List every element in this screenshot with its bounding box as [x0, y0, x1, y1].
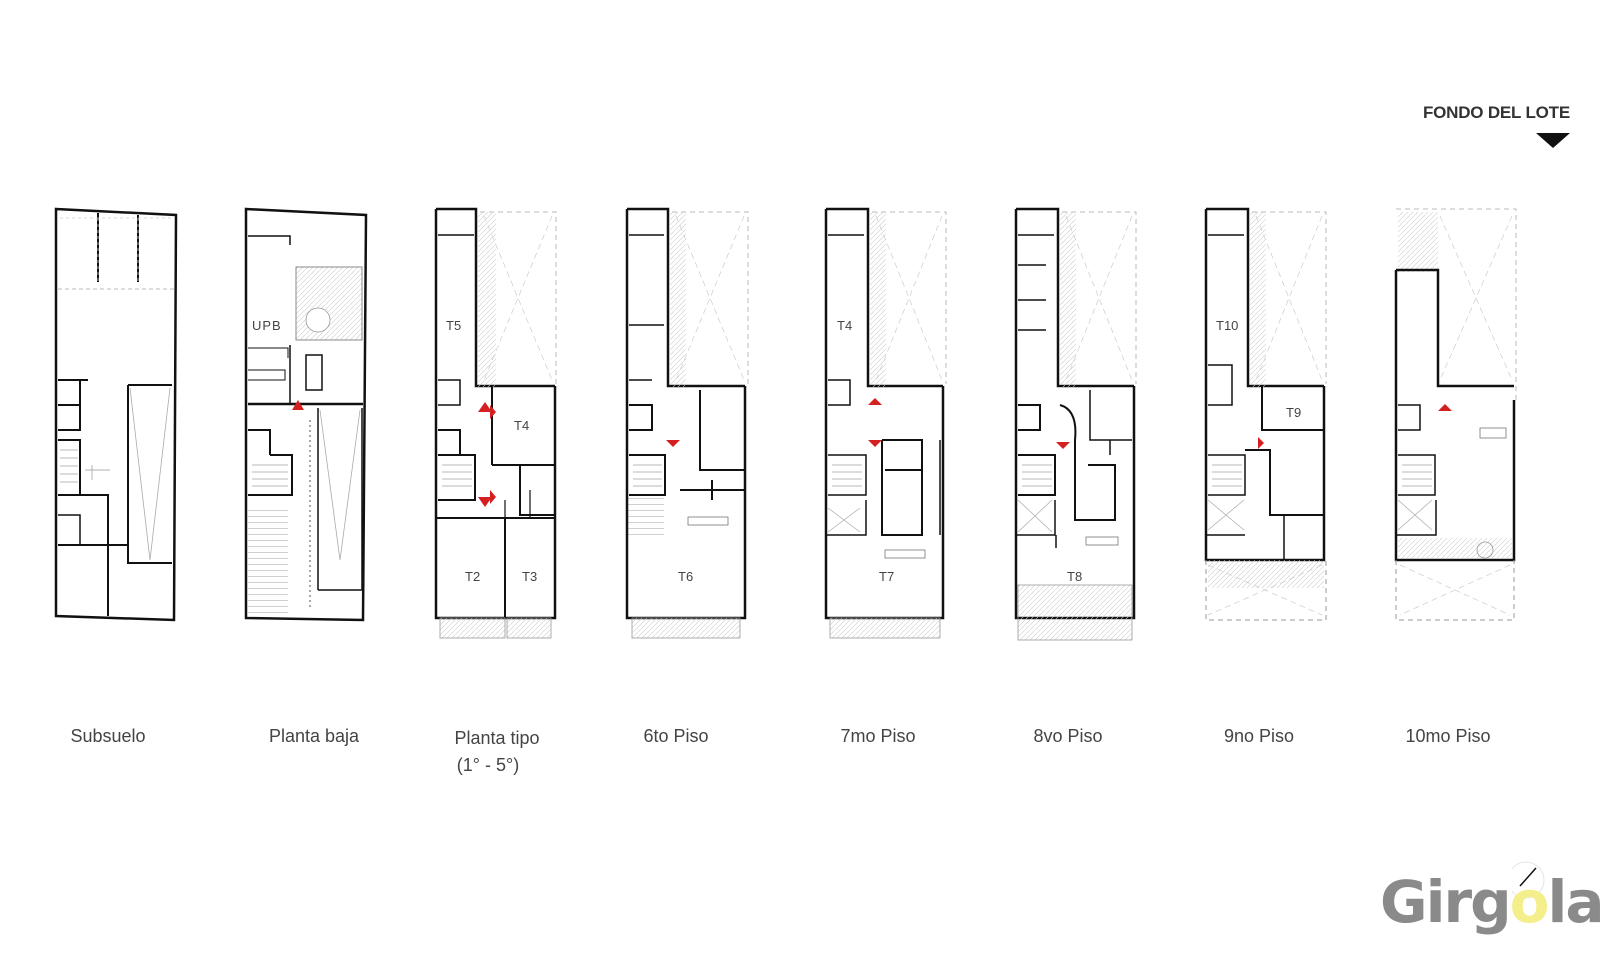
- logo-text-b: la: [1547, 868, 1600, 936]
- caption-planta-baja: Planta baja: [268, 726, 360, 746]
- entry-arrow-icon: [292, 398, 1452, 507]
- unit-label-t4-7mo: T4: [837, 318, 853, 333]
- lot-rear-title: FONDO DEL LOTE: [1422, 103, 1570, 122]
- plan-10mo-piso: [1394, 208, 1517, 621]
- logo-text-a: Girg: [1380, 868, 1512, 936]
- unit-label-t5: T5: [446, 318, 462, 333]
- caption-9no-piso: 9no Piso: [1223, 726, 1295, 746]
- plan-6to-piso: [625, 207, 749, 639]
- caption-7mo-piso: 7mo Piso: [840, 726, 916, 746]
- plan-9no-piso: [1204, 207, 1327, 621]
- caption-6to-piso: 6to Piso: [643, 726, 709, 746]
- down-arrow-icon: [1536, 133, 1570, 148]
- unit-label-t9: T9: [1286, 405, 1302, 420]
- unit-label-t3: T3: [522, 569, 538, 584]
- plan-8vo-piso: [1014, 207, 1137, 641]
- unit-label-t8: T8: [1067, 569, 1083, 584]
- unit-label-t10: T10: [1216, 318, 1239, 333]
- compass-icon: [1512, 861, 1545, 899]
- unit-label-t6: T6: [678, 569, 694, 584]
- caption-planta-tipo-range: (1° - 5°): [456, 755, 520, 775]
- unit-label-t4: T4: [514, 418, 530, 433]
- logo-text-o: o: [1509, 868, 1550, 936]
- plan-subsuelo: [54, 207, 178, 622]
- caption-8vo-piso: 8vo Piso: [1033, 726, 1103, 746]
- unit-label-t2: T2: [465, 569, 481, 584]
- unit-label-upb: UPB: [252, 318, 282, 333]
- lot-rear-indicator: FONDO DEL LOTE: [1422, 103, 1570, 148]
- caption-planta-tipo: Planta tipo: [454, 728, 540, 748]
- unit-label-t7: T7: [879, 569, 895, 584]
- caption-subsuelo: Subsuelo: [70, 726, 146, 746]
- plan-planta-baja: [244, 207, 368, 622]
- plan-planta-tipo: [434, 207, 557, 639]
- caption-10mo-piso: 10mo Piso: [1405, 726, 1491, 746]
- plan-7mo-piso: [824, 207, 947, 639]
- brand-logo: Girgola: [1380, 868, 1600, 936]
